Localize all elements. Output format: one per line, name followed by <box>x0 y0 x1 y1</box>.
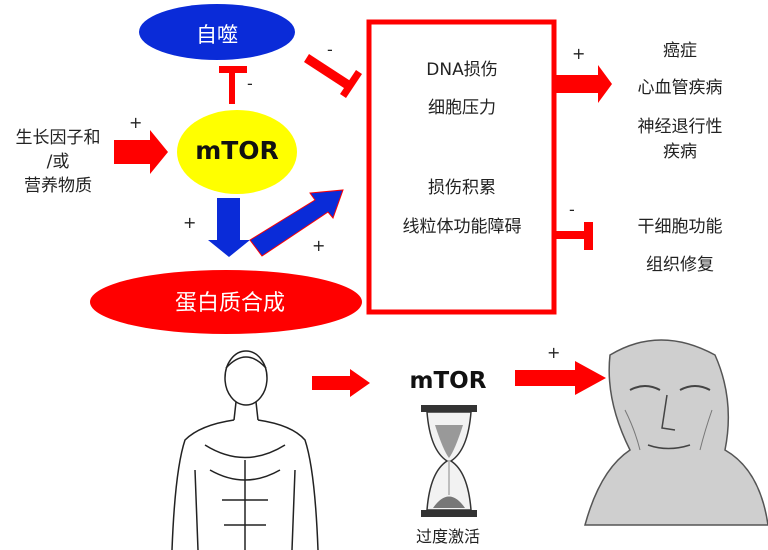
protein-to-box-arrow <box>249 189 344 257</box>
box-item-cell-stress: 细胞压力 <box>428 98 496 118</box>
mtor-to-protein-arrow <box>208 198 250 257</box>
inhibit-bar <box>554 222 593 250</box>
growth-factor-line-1: 生长因子和 <box>15 128 101 148</box>
minus-sign-box: - <box>327 40 333 59</box>
mtor-label: mTOR <box>195 136 279 165</box>
mtor-inhibits-autophagy <box>219 66 247 104</box>
growth-factor-line-2: /或 <box>46 152 70 172</box>
autophagy-inhibits-box <box>304 54 362 98</box>
outcome-neurodegenerative-2: 疾病 <box>663 142 697 162</box>
overactivation-label: 过度激活 <box>415 527 480 546</box>
young-to-mtor-arrow <box>312 369 370 397</box>
outcome-cardiovascular: 心血管疾病 <box>637 78 723 98</box>
growth-factor-arrow <box>114 130 168 174</box>
minus-sign-repair: - <box>569 200 575 219</box>
outcome-neurodegenerative-1: 神经退行性 <box>637 117 723 137</box>
plus-sign-diagonal: + <box>312 236 326 255</box>
plus-sign-protein: + <box>183 213 197 232</box>
outcome-tissue-repair: 组织修复 <box>646 255 714 275</box>
elderly-person-illustration <box>584 339 768 526</box>
box-item-mitochondrial-dysfunction: 线粒体功能障碍 <box>402 217 522 237</box>
growth-factor-line-3: 营养物质 <box>24 176 92 196</box>
hourglass-icon <box>421 405 477 517</box>
outcome-cancer: 癌症 <box>663 41 697 61</box>
box-item-damage-accumulation: 损伤积累 <box>428 178 496 198</box>
box-item-dna-damage: DNA损伤 <box>426 60 498 80</box>
outcome-stem-cell-function: 干细胞功能 <box>637 217 723 237</box>
autophagy-ellipse <box>139 4 295 60</box>
mtor-ellipse <box>177 110 297 194</box>
damage-box <box>366 19 557 315</box>
plus-sign-aging: + <box>547 343 561 362</box>
mtor-to-aging-arrow <box>515 361 606 395</box>
minus-sign-autophagy: - <box>247 74 253 93</box>
bottom-mtor-label: mTOR <box>409 368 487 394</box>
plus-sign-diseases: + <box>572 44 586 63</box>
young-man-illustration <box>171 350 319 550</box>
plus-sign-growth: + <box>129 113 143 132</box>
autophagy-label: 自噬 <box>196 23 238 47</box>
protein-synthesis-ellipse <box>90 270 362 334</box>
protein-synthesis-label: 蛋白质合成 <box>174 291 285 316</box>
promote-arrow <box>554 65 612 103</box>
